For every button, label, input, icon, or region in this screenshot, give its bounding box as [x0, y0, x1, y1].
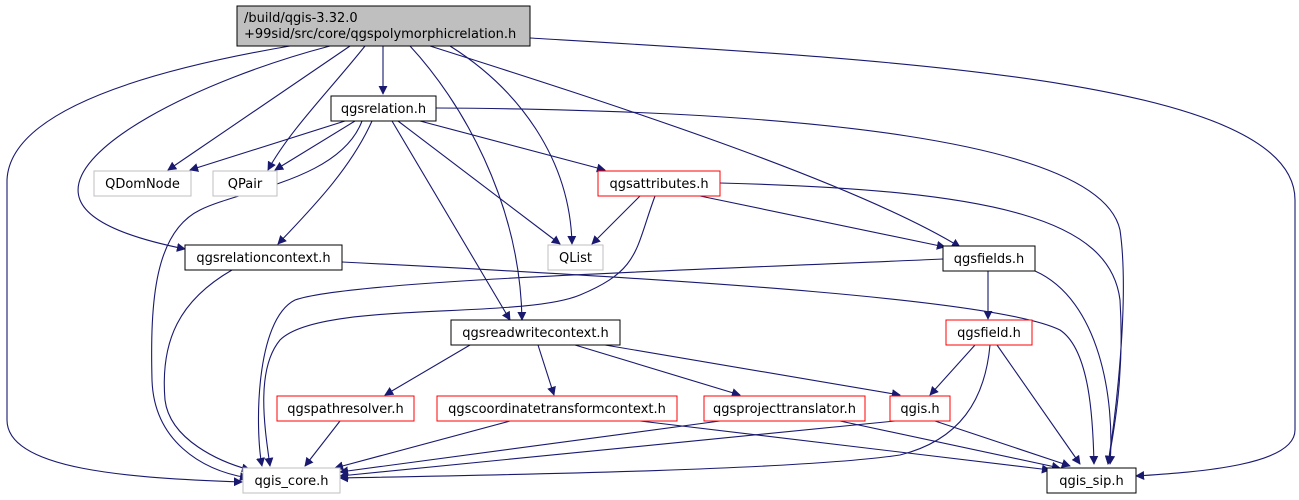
edge-qgsprojecttranslator-qgis-sip: [839, 420, 1061, 471]
node-label: QList: [559, 251, 592, 266]
node-label: qgsrelation.h: [341, 102, 426, 117]
edge-qgsrelation-qgsrelationcontext: [277, 120, 373, 245]
node-qgsrelationcontext[interactable]: qgsrelationcontext.h: [184, 244, 343, 271]
node-label: qgsfields.h: [954, 252, 1024, 267]
node-label: qgsattributes.h: [609, 177, 708, 192]
edge-qgsfield-qgis: [929, 344, 976, 396]
node-label: qgsreadwritecontext.h: [462, 326, 609, 341]
edge-qgsrelation-qgsattributes: [419, 120, 606, 173]
node-qdomnode: QDomNode: [93, 170, 192, 197]
edge-qgsattributes-qgsfields: [699, 195, 946, 250]
node-label: qgis_sip.h: [1059, 474, 1123, 489]
node-label: qgsprojecttranslator.h: [713, 402, 856, 417]
node-qgsprojecttranslator[interactable]: qgsprojecttranslator.h: [703, 395, 866, 422]
node-label: qgis_core.h: [255, 474, 329, 489]
node-qgsrelation[interactable]: qgsrelation.h: [330, 95, 437, 122]
edge-qgspathresolver-qgis-core: [304, 420, 341, 467]
node-label: QPair: [228, 177, 263, 192]
edge-qgsreadwritecontext-qgis: [604, 344, 901, 399]
node-label: qgis.h: [900, 402, 939, 417]
node-qgis-core: qgis_core.h: [242, 467, 341, 494]
edge-qgsfield-qgis-core: [339, 344, 991, 483]
edge-root-qgis-sip: [529, 37, 1296, 480]
edge-qgscoordinatetransformcontext-qgis-core: [334, 420, 511, 471]
root-file-line2: +99sid/src/core/qgspolymorphicrelation.h: [244, 27, 516, 42]
node-qgsfields[interactable]: qgsfields.h: [942, 245, 1036, 272]
edge-root-qdomnode: [167, 45, 351, 171]
node-qlist: QList: [547, 244, 604, 271]
edge-root-qgsrelationcontext: [77, 45, 331, 252]
edge-root-qlist: [449, 45, 577, 245]
edge-qgscoordinatetransformcontext-qgis-sip: [639, 420, 1051, 474]
root-file-line1: /build/qgis-3.32.0: [244, 11, 358, 26]
edge-root-qgsreadwritecontext: [409, 45, 527, 321]
edge-root-qgsfields: [429, 45, 961, 248]
node-qgsfield[interactable]: qgsfield.h: [945, 319, 1033, 346]
edge-qgsrelation-qpair: [274, 120, 356, 171]
node-root-file[interactable]: /build/qgis-3.32.0 +99sid/src/core/qgspo…: [236, 5, 531, 47]
edge-qgsrelationcontext-qgis-core: [163, 269, 251, 473]
node-label: qgsrelationcontext.h: [196, 251, 330, 266]
edges: [6, 37, 1296, 487]
node-qgsattributes[interactable]: qgsattributes.h: [597, 170, 721, 197]
edge-qgsrelation-qdomnode: [189, 120, 346, 172]
edge-qgsrelation-qlist: [397, 120, 561, 245]
edge-qgsrelation-qgis-core: [151, 120, 363, 482]
node-qgis[interactable]: qgis.h: [889, 395, 951, 422]
node-label: qgscoordinatetransformcontext.h: [448, 402, 666, 417]
node-qpair: QPair: [212, 170, 278, 197]
edge-root-qpair: [267, 45, 366, 171]
edge-qgsattributes-qgis-sip: [719, 182, 1122, 465]
edge-qgsrelation-qgis-sip: [435, 107, 1124, 465]
node-label: qgsfield.h: [957, 326, 1021, 341]
edge-qgis-qgis-sip: [934, 420, 1071, 468]
edge-qgsprojecttranslator-qgis-core: [339, 420, 721, 476]
edge-qgsreadwritecontext-qgspathresolver: [384, 344, 471, 396]
edge-qgsfields-qgis-core: [256, 258, 944, 467]
node-qgsreadwritecontext[interactable]: qgsreadwritecontext.h: [450, 319, 621, 346]
node-qgspathresolver[interactable]: qgspathresolver.h: [276, 395, 415, 422]
edge-qgsreadwritecontext-qgsprojecttranslator: [574, 344, 741, 397]
edge-qgsfields-qgis-sip: [1034, 270, 1116, 465]
node-label: qgspathresolver.h: [287, 402, 403, 417]
edge-root-qgis-core: [6, 45, 291, 487]
node-label: QDomNode: [105, 177, 180, 192]
edge-qgsattributes-qgis-core: [263, 195, 656, 467]
edge-qgsrelationcontext-qgis-sip: [341, 261, 1099, 465]
node-qgscoordinatetransformcontext[interactable]: qgscoordinatetransformcontext.h: [436, 395, 678, 422]
nodes: /build/qgis-3.32.0 +99sid/src/core/qgspo…: [93, 5, 1137, 494]
edge-qgis-qgis-core: [339, 420, 896, 480]
edge-qgsreadwritecontext-qgscoordinatetransformcontext: [537, 344, 556, 396]
edge-qgsfield-qgis-sip: [996, 344, 1081, 465]
node-qgis-sip[interactable]: qgis_sip.h: [1046, 467, 1137, 494]
edge-qgsrelation-qgsreadwritecontext: [391, 120, 511, 321]
edge-qgsattributes-qlist: [591, 195, 641, 245]
